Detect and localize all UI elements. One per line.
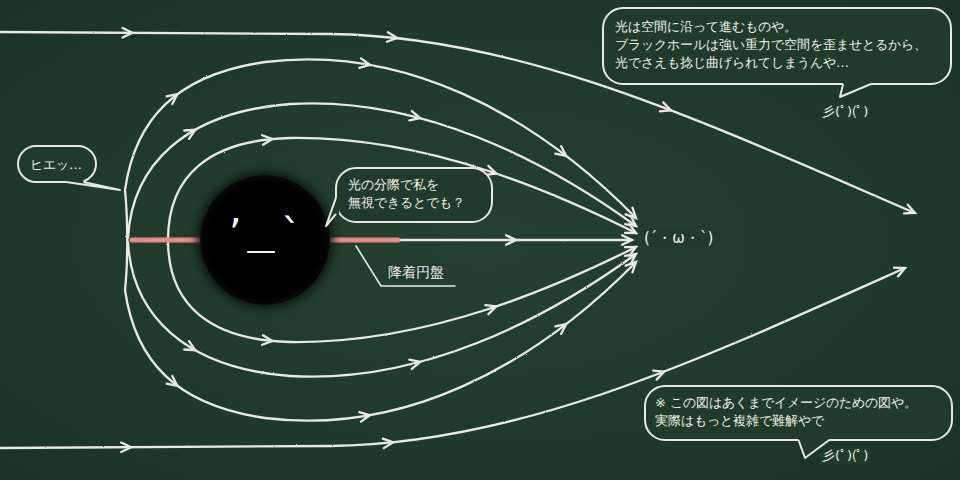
arrowhead [409,111,420,120]
accretion-disk-left [132,238,201,243]
arrowhead [555,324,566,334]
arrowhead [660,102,671,111]
arrowhead [622,235,632,245]
bubble-tail [66,182,120,190]
bubble-border [18,146,96,182]
arrowhead [506,235,516,245]
bubble-text: 光は空間に沿って進むものや。 ブラックホールは強い重力で空間を歪ませとるから、 … [615,18,937,72]
arrowhead [485,305,496,314]
bubble-text: ※ この図はあくまでイメージのための図や。 実際はもっと複雑で難解やで [655,394,940,430]
arrowhead [262,135,272,145]
ray-fork-line [125,190,127,290]
speaker-mark: 彡(ﾟ)(ﾟ) [820,448,870,464]
arrowhead [167,94,178,104]
arrowhead [359,412,370,421]
bubble-tail-fill [66,179,120,190]
black-hole: ’＿` [200,175,330,305]
leader-line [356,246,455,286]
face-text: ’＿` [229,214,302,254]
bubble-text: 光の分際で私を 無視できるとでも？ [348,176,478,212]
arrowhead [387,32,397,42]
bubble-text: ヒエッ… [30,156,82,174]
bubble-border [603,8,951,84]
arrowhead [653,371,664,380]
bubble-tail-fill [840,81,871,97]
arrowhead [359,58,370,67]
arrowhead [383,439,393,449]
bubble-tail [326,198,336,226]
arrowhead [555,146,566,156]
speech-bubble: 光は空間に沿って進むものや。 ブラックホールは強い重力で空間を歪ませとるから、 … [603,8,951,84]
arrowhead [625,224,636,233]
accretion-disk-label: 降着円盤 [386,264,446,281]
speech-bubble: 光の分際で私を 無視できるとでも？ [336,168,492,222]
arrowhead [167,376,178,386]
speaker-mark: 彡(ﾟ)(ﾟ) [820,104,870,120]
bubble-border [336,168,492,222]
arrowhead [409,360,420,369]
bubble-border [645,386,952,440]
arrowhead [121,442,131,452]
bubble-tail-fill [326,198,339,226]
speech-bubble: ヒエッ… [18,146,96,182]
bubble-tail [840,84,871,97]
observer-face: (´・ω・`) [642,229,715,247]
arrowhead [123,28,133,38]
arrowhead [184,130,195,139]
arrowhead [894,268,905,277]
arrowhead [625,247,636,256]
accretion-disk-right [330,238,398,243]
arrowhead [262,335,272,345]
arrowhead [904,205,915,214]
speech-bubble: ※ この図はあくまでイメージのための図や。 実際はもっと複雑で難解やで [645,386,952,440]
arrowhead [184,341,195,350]
